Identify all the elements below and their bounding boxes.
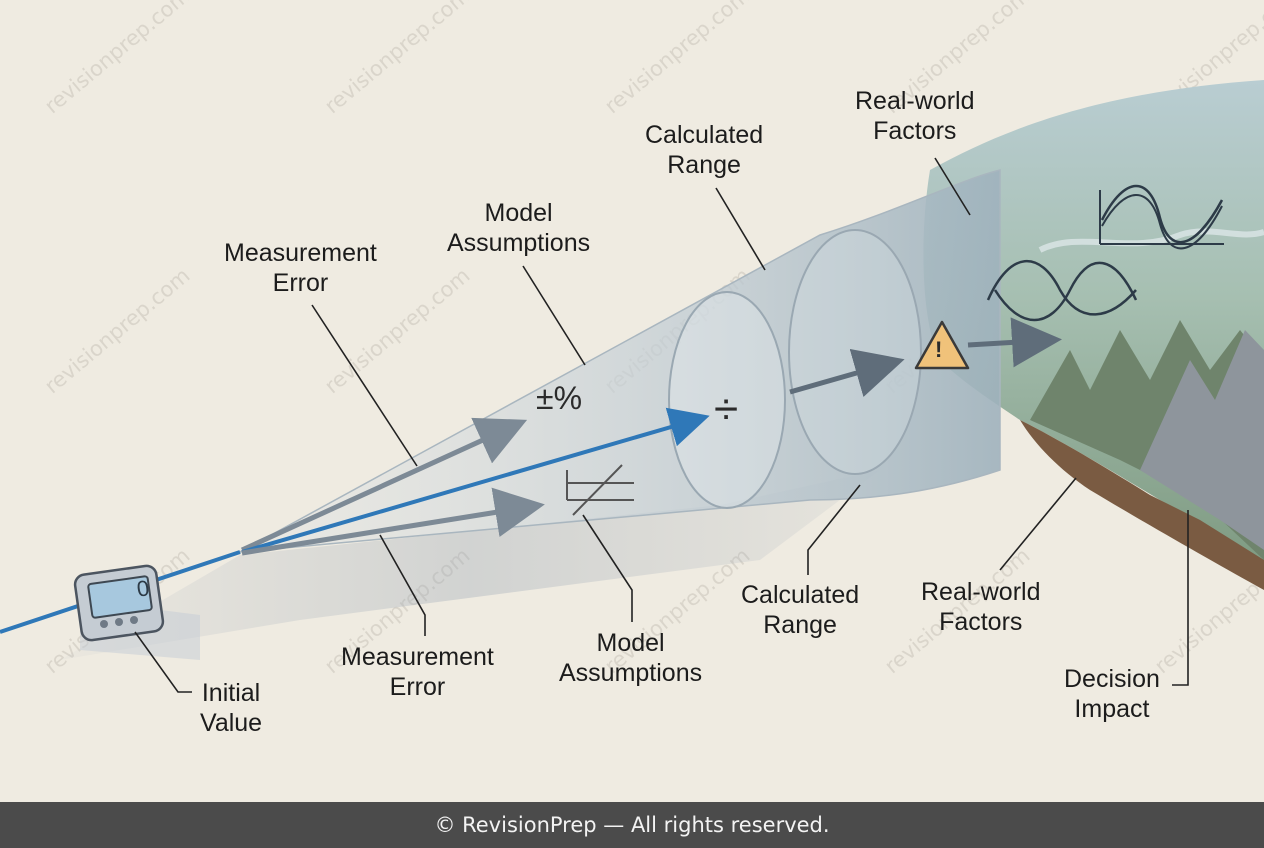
cone-shadow xyxy=(60,470,880,660)
arrow-lower xyxy=(241,487,545,556)
cone-ring-inner xyxy=(668,291,786,509)
arrow-upper xyxy=(240,417,528,553)
arrow-center xyxy=(241,407,710,554)
arrow-to-landscape xyxy=(967,317,1062,368)
copyright-footer: © RevisionPrep — All rights reserved. xyxy=(0,802,1264,848)
leader-lines xyxy=(134,157,1189,693)
warning-icon xyxy=(914,320,970,370)
cone-ring-outer xyxy=(788,229,922,475)
graph-icon xyxy=(566,464,634,516)
wave-pair-icon xyxy=(986,260,1138,322)
uncertainty-cone-illustration xyxy=(0,80,1264,693)
water-ripple xyxy=(1038,228,1264,253)
brown-cliff xyxy=(1020,420,1264,590)
plus-minus-percent-symbol: ±% xyxy=(536,380,583,416)
arrow-to-warning xyxy=(789,348,905,398)
wave-chart-icon xyxy=(1099,184,1224,250)
uncertainty-cone xyxy=(239,169,1001,553)
divide-symbol: ÷ xyxy=(714,385,739,434)
rocky-mountain xyxy=(1140,330,1264,550)
warning-mark: ! xyxy=(935,337,943,362)
measuring-device-icon xyxy=(73,564,200,660)
